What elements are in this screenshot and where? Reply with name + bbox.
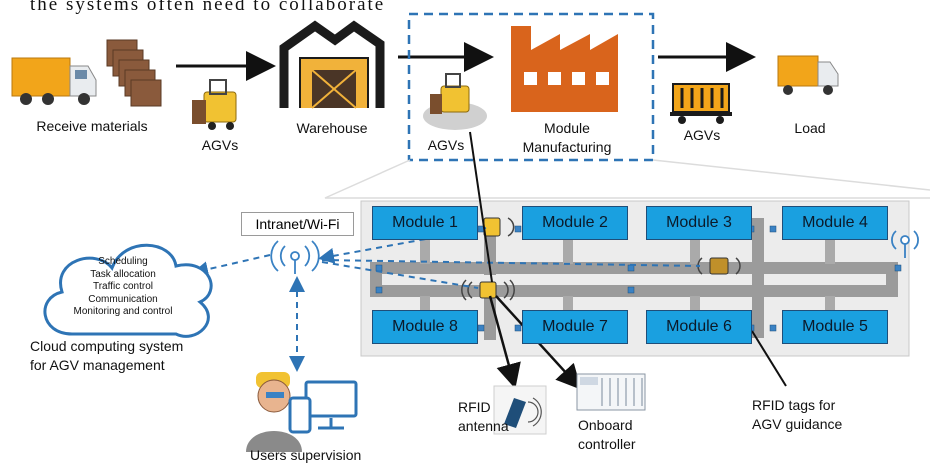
cloud-caption-line1: Cloud computing system — [30, 338, 184, 354]
factory-icon — [511, 26, 618, 112]
manufacturing-dashed-box — [407, 12, 655, 162]
module-1: Module 1 — [372, 206, 478, 240]
cloud-functions: Scheduling Task allocation Traffic contr… — [60, 256, 186, 319]
user-supervisor-icon — [246, 372, 302, 452]
truck-icon-2 — [777, 55, 839, 95]
zoom-lines — [324, 159, 930, 199]
track-vertical — [752, 218, 764, 338]
module-2: Module 2 — [522, 206, 628, 240]
onboard-controller-icon — [576, 373, 646, 411]
rfid-tags-label-line1: RFID tags for — [752, 397, 836, 413]
module-5: Module 5 — [782, 310, 888, 344]
wifi-antenna-icon-2 — [891, 230, 919, 258]
cloud-item: Traffic control — [92, 281, 154, 292]
load-label: Load — [794, 120, 826, 136]
link-cloud — [192, 254, 271, 278]
cloud-icon — [43, 243, 213, 338]
warehouse-icon — [279, 20, 385, 109]
devices-icon — [288, 380, 358, 434]
cart-agv-icon — [670, 83, 732, 124]
cloud-item: Communication — [88, 293, 158, 305]
onboard-controller-label-line1: Onboard — [578, 417, 633, 433]
floor-agv-icon-2 — [461, 279, 515, 301]
module-manufacturing-label-line1: Module — [544, 120, 590, 136]
forklift-agv-icon — [192, 79, 237, 130]
rfid-antenna-label-line2: antenna — [458, 418, 509, 434]
agvs-label-3: AGVs — [683, 127, 721, 143]
rfid-antenna-icon — [493, 385, 547, 435]
module-4: Module 4 — [782, 206, 888, 240]
warehouse-label: Warehouse — [296, 120, 368, 136]
pallets-icon — [106, 39, 162, 107]
cloud-caption-line2: for AGV management — [30, 357, 165, 373]
onboard-controller-label-line2: controller — [578, 436, 636, 452]
forklift-agv-icon-2 — [423, 73, 487, 130]
truck-icon — [11, 57, 97, 105]
rfid-tags-label-line2: AGV guidance — [752, 416, 843, 432]
intranet-wifi-label: Intranet/Wi-Fi — [241, 212, 354, 236]
module-3: Module 3 — [646, 206, 752, 240]
top-text-fragment: the systems often need to collaborate — [30, 0, 386, 15]
agvs-label-2: AGVs — [427, 137, 465, 153]
wifi-antenna-icon — [270, 240, 320, 274]
users-supervision-label: Users supervision — [250, 447, 362, 463]
cloud-item: Monitoring and control — [73, 306, 173, 317]
agvs-label-1: AGVs — [201, 137, 239, 153]
module-8: Module 8 — [372, 310, 478, 344]
cloud-item: Task allocation — [90, 268, 156, 280]
cloud-item: Scheduling — [98, 256, 148, 267]
rfid-antenna-label-line1: RFID — [458, 399, 491, 415]
module-6: Module 6 — [646, 310, 752, 344]
track-top — [378, 262, 898, 274]
module-7: Module 7 — [522, 310, 628, 344]
module-manufacturing-label-line2: Manufacturing — [522, 139, 612, 155]
floor-agv-icon-3 — [697, 257, 741, 275]
receive-materials-label: Receive materials — [36, 118, 148, 134]
